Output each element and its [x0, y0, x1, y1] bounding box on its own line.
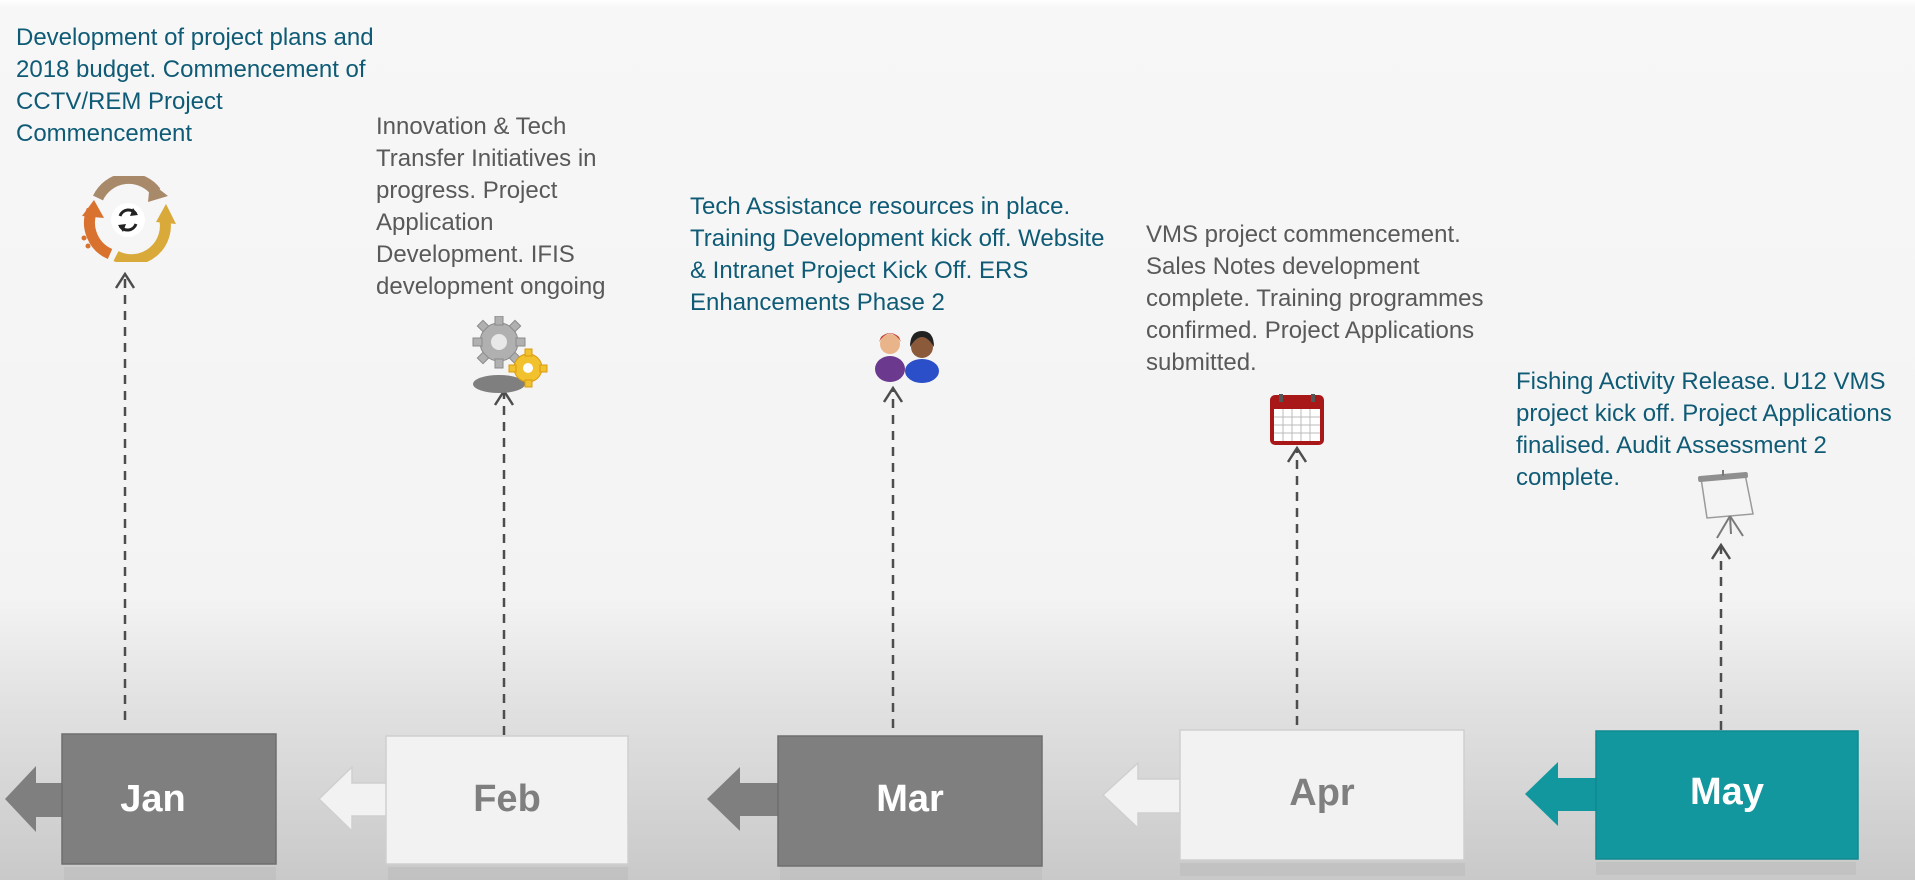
may-milestone-text: Fishing Activity Release. U12 VMS projec… — [1516, 368, 1892, 491]
month-box-apr: Apr — [1100, 729, 1470, 880]
month-box-may: May — [1522, 730, 1862, 880]
refresh-cycle-icon — [81, 176, 176, 262]
calendar-icon — [1270, 394, 1324, 445]
month-box-feb: Feb — [316, 735, 634, 880]
month-box-jan: Jan — [0, 733, 282, 880]
feb-milestone-text: Innovation & Tech Transfer Initiatives i… — [376, 113, 606, 300]
month-box-mar: Mar — [704, 735, 1044, 880]
jan-milestone-text: Development of project plans and 2018 bu… — [16, 24, 374, 147]
people-icon — [875, 331, 939, 383]
month-label-feb: Feb — [473, 778, 541, 820]
month-label-apr: Apr — [1289, 772, 1355, 814]
month-label-mar: Mar — [876, 778, 944, 820]
presentation-screen-icon — [1698, 470, 1754, 539]
apr-milestone-text: VMS project commencement. Sales Notes de… — [1146, 221, 1484, 376]
month-label-may: May — [1690, 771, 1764, 813]
month-label-jan: Jan — [120, 778, 186, 820]
mar-milestone-text: Tech Assistance resources in place. Trai… — [690, 193, 1105, 316]
gears-icon — [472, 316, 548, 393]
